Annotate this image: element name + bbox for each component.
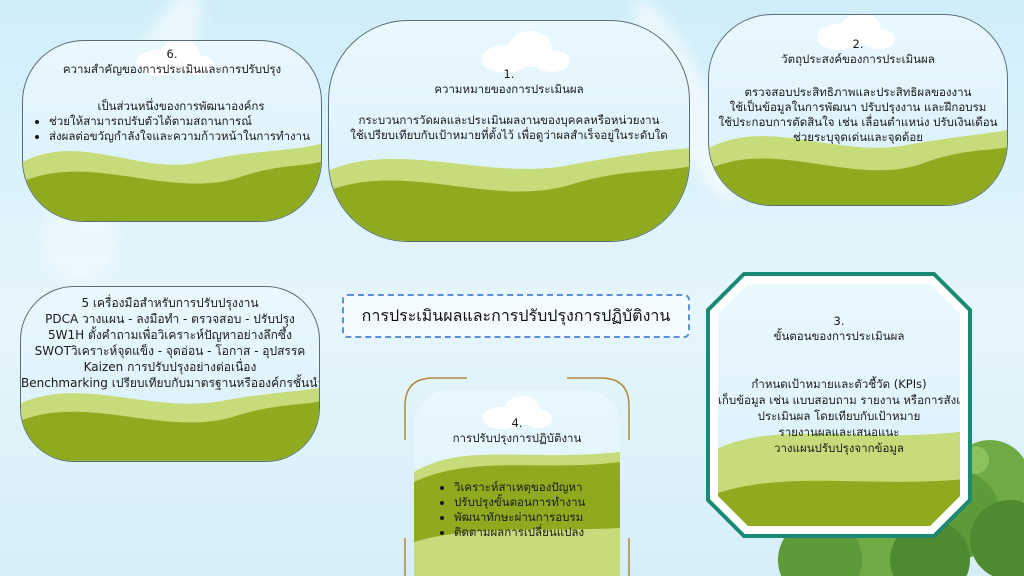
cloud-icon (482, 31, 570, 73)
list-item: พัฒนาทักษะผ่านการอบรม (454, 510, 614, 525)
card-steps: 3. ขั้นตอนของการประเมินผล กำหนดเป้าหมายแ… (718, 284, 960, 526)
card-heading: ขั้นตอนของการประเมินผล (773, 329, 905, 343)
card-bullet-list: วิเคราะห์สาเหตุของปัญหา ปรับปรุงขั้นตอนก… (436, 480, 614, 540)
list-item: ส่งผลต่อขวัญกำลังใจและความก้าวหน้าในการท… (49, 129, 313, 144)
card-text-line: ตรวจสอบประสิทธิภาพและประสิทธิผลของงาน (744, 85, 972, 99)
card-text-line: ช่วยระบุจุดเด่นและจุดด้อย (792, 130, 924, 144)
list-item: ช่วยให้สามารถปรับตัวได้ตามสถานการณ์ (49, 114, 313, 129)
card-heading: วัตถุประสงค์ของการประเมินผล (781, 52, 935, 66)
list-item: เป็นส่วนหนึ่งของการพัฒนาองค์กร (97, 99, 265, 113)
grass-hills (414, 452, 620, 576)
card-text-line: เก็บข้อมูล เช่น แบบสอบถาม รายงาน หรือการ… (718, 393, 960, 407)
cloud-icon (817, 15, 895, 50)
card-heading: 5 เครื่องมือสำหรับการปรับปรุงงาน (81, 296, 259, 310)
card-text-line: Kaizen การปรับปรุงอย่างต่อเนื่อง (83, 360, 257, 374)
card-text-line: ใช้ประกอบการตัดสินใจ เช่น เลื่อนตำแหน่ง … (718, 115, 998, 129)
cloud-icon (482, 396, 552, 429)
card-text-line: ใช้เปรียบเทียบกับเป้าหมายที่ตั้งไว้ เพื่… (350, 128, 668, 142)
card-number: 6. (166, 47, 178, 61)
card-heading: ความสำคัญของการประเมินและการปรับปรุง (62, 62, 282, 76)
card-text-line: กำหนดเป้าหมายและตัวชี้วัด (KPIs) (751, 377, 927, 391)
list-item: วิเคราะห์สาเหตุของปัญหา (454, 480, 614, 495)
card-importance: 6. ความสำคัญของการประเมินและการปรับปรุง … (22, 40, 322, 222)
list-item: ติดตามผลการเปลี่ยนแปลง (454, 525, 614, 540)
card-text-line: วางแผนปรับปรุงจากข้อมูล (774, 441, 904, 455)
card-text-line: Benchmarking เปรียบเทียบกับมาตรฐานหรืออง… (21, 376, 320, 390)
grass-hills (23, 143, 321, 221)
card-text-line: ประเมินผล โดยเทียบกับเป้าหมาย (757, 409, 921, 423)
card-meaning: 1. ความหมายของการประเมินผล กระบวนการวัดผ… (328, 20, 690, 242)
card-heading: ความหมายของการประเมินผล (434, 82, 584, 96)
list-item: ปรับปรุงขั้นตอนการทำงาน (454, 495, 614, 510)
card-number: 1. (503, 67, 515, 81)
card-tools: 5 เครื่องมือสำหรับการปรับปรุงงาน PDCA วา… (20, 286, 320, 462)
grass-hills (329, 148, 689, 241)
card-objectives: 2. วัตถุประสงค์ของการประเมินผล ตรวจสอบปร… (708, 14, 1008, 206)
card-number: 2. (852, 37, 864, 51)
card-text-line: SWOTวิเคราะห์จุดแข็ง - จุดอ่อน - โอกาส -… (34, 344, 306, 358)
grass-hills (718, 431, 960, 526)
card-text-line: กระบวนการวัดผลและประเมินผลงานของบุคคลหรื… (358, 113, 660, 127)
grass-hills (709, 129, 1007, 205)
card-text-line: 5W1H ตั้งคำถามเพื่อวิเคราะห์ปัญหาอย่างลึ… (48, 328, 292, 342)
card-text-line: ใช้เป็นข้อมูลในการพัฒนา ปรับปรุงงาน และฝ… (729, 100, 987, 114)
grass-hills (21, 388, 319, 461)
main-title: การประเมินผลและการปรับปรุงการปฏิบัติงาน (342, 294, 690, 338)
card-number: 4. (511, 416, 523, 430)
card-text-line: PDCA วางแผน - ลงมือทำ - ตรวจสอบ - ปรับปร… (45, 312, 295, 326)
card-bullet-list: เป็นส่วนหนึ่งของการพัฒนาองค์กร ช่วยให้สา… (31, 99, 313, 144)
card-improvement: 4. การปรับปรุงการปฏิบัติงาน วิเคราะห์สาเ… (414, 390, 620, 576)
card-text-line: รายงานผลและเสนอแนะ (778, 425, 900, 439)
cloud-icon (136, 41, 214, 76)
card-number: 3. (833, 314, 845, 328)
card-heading: การปรับปรุงการปฏิบัติงาน (452, 431, 582, 445)
